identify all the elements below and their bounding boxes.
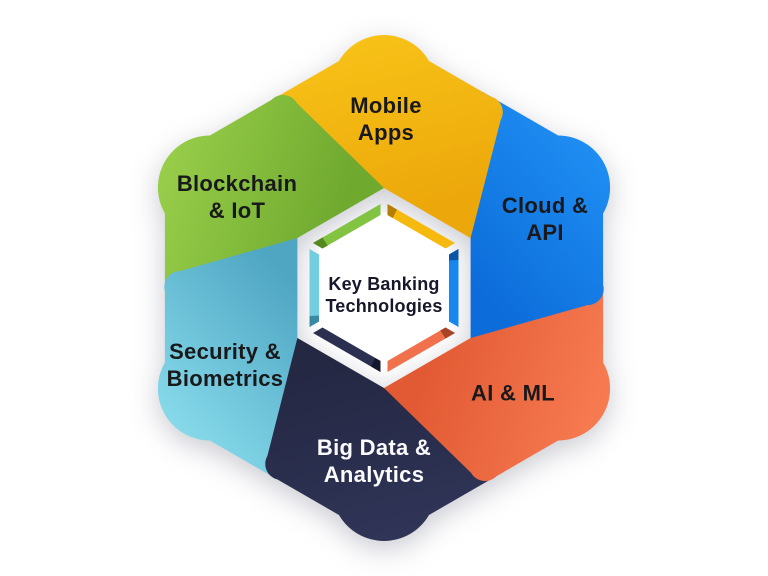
ring-wedge-security-biometrics: [309, 315, 319, 327]
segment-label-blockchain-iot: Blockchain& IoT: [177, 170, 297, 224]
petal-nose-patch-mobile-apps: [427, 89, 503, 239]
petal-cloud-api: [470, 91, 611, 339]
segment-label-security-biometrics: Security &Biometrics: [167, 338, 284, 392]
ring-group: [309, 204, 459, 372]
ring-segment-ai-ml: [387, 327, 455, 372]
segment-label-cloud-api: Cloud &API: [502, 192, 588, 246]
petal-ai-ml: [384, 275, 611, 481]
ring-segment-mobile-apps: [387, 204, 455, 249]
segment-label-big-data-analytics-line1: Big Data &: [316, 435, 432, 460]
segment-label-ai-ml: AI & ML: [471, 380, 555, 407]
segment-label-big-data-analytics-line2: Analytics: [323, 462, 425, 487]
ring-wedge-ai-ml: [440, 327, 455, 339]
center-hexagon: [318, 212, 450, 364]
segment-label-blockchain-iot-line1: Blockchain: [176, 171, 298, 196]
ring-segment-cloud-api: [449, 249, 459, 327]
ring-segment-big-data-analytics: [313, 327, 381, 372]
segment-label-mobile-apps-line1: Mobile: [350, 93, 422, 118]
ring-wedge-blockchain-iot: [313, 237, 328, 249]
ring-segment-security-biometrics: [309, 249, 319, 327]
petal-big-data-analytics: [265, 338, 505, 541]
center-title-line1: Key Banking: [328, 274, 440, 294]
segment-label-mobile-apps-line2: Apps: [357, 120, 415, 145]
ring-wedge-mobile-apps: [387, 204, 397, 218]
petals-group: [157, 35, 611, 541]
segment-label-big-data-analytics: Big Data &Analytics: [317, 434, 431, 488]
segment-label-security-biometrics-line2: Biometrics: [166, 366, 284, 391]
segment-label-cloud-api-line1: Cloud &: [501, 193, 589, 218]
segment-label-blockchain-iot-line2: & IoT: [208, 198, 266, 223]
petal-blockchain-iot: [157, 95, 384, 301]
ring-wedge-big-data-analytics: [371, 358, 381, 372]
ring-wedge-cloud-api: [449, 249, 459, 261]
petal-security-biometrics: [157, 238, 298, 485]
segment-label-cloud-api-line2: API: [526, 220, 564, 245]
center-title: Key Banking Technologies: [325, 273, 442, 317]
center-title-line2: Technologies: [325, 296, 443, 316]
segment-label-security-biometrics-line1: Security &: [169, 339, 281, 364]
ring-segment-blockchain-iot: [313, 204, 381, 249]
segment-label-ai-ml-line1: AI & ML: [471, 380, 555, 406]
